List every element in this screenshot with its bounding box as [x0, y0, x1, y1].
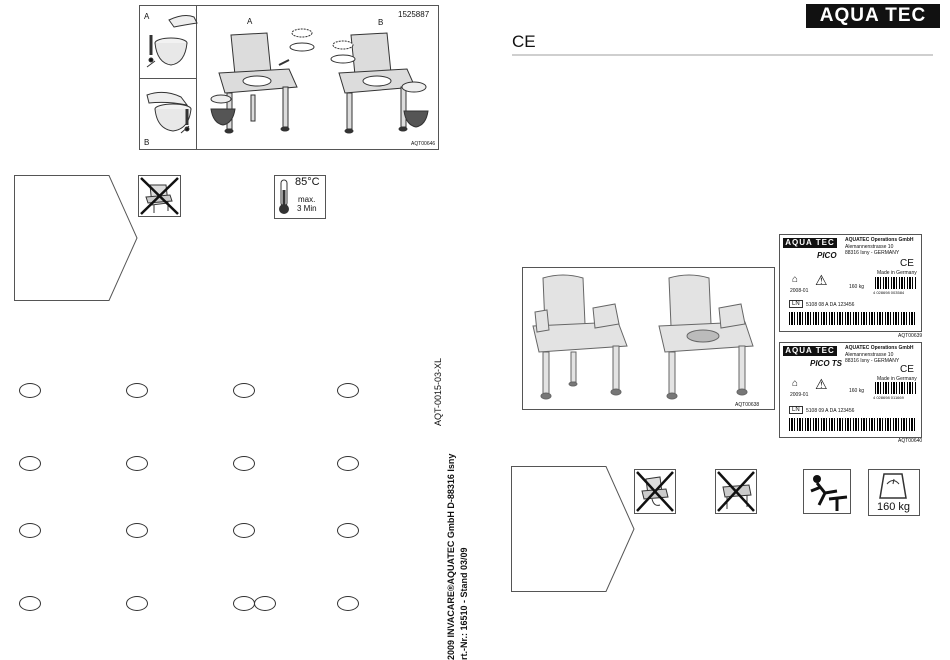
document-number: 1525887 [398, 10, 430, 19]
no-bowl-misuse-icon [634, 469, 676, 514]
label-ln-value-pico: 5108 08 A DA 123456 [806, 302, 855, 308]
label-logo-pico: AQUA TEC [783, 238, 837, 248]
language-oval [337, 596, 359, 611]
ln-barcode-pico [789, 312, 915, 325]
figure-divider [196, 5, 197, 149]
article-line-vertical: rt.-Nr.: 16510 - Stand 03/09 [459, 547, 469, 660]
max-load-value: 160 kg [877, 501, 911, 513]
figure-code: AQT00646 [411, 141, 436, 147]
label-ce-pico-ts: CE [900, 364, 914, 375]
language-oval [126, 596, 148, 611]
info-arrow-box-left [14, 175, 138, 301]
language-oval [126, 456, 148, 471]
label-ln-tag-pico: LN [789, 300, 803, 308]
language-oval [233, 523, 255, 538]
temperature-value: 85°C [295, 176, 320, 188]
label-model-pico: PICO [817, 251, 837, 260]
label-a-center: A [247, 17, 253, 26]
label-company-pico-ts: AQUATEC Operations GmbH [845, 345, 914, 351]
label-ln-tag-pico-ts: LN [789, 406, 803, 414]
brand-logo-text: AQUA TEC [819, 5, 927, 26]
label-street-pico-ts: Alemannenstrasse 10 [845, 352, 894, 358]
language-oval [337, 456, 359, 471]
label-city-pico: 88316 Isny - GERMANY [845, 250, 900, 256]
label-model-pico-ts: PICO TS [810, 359, 843, 368]
warning-triangle-icon: ⚠ [815, 376, 828, 392]
company-line-vertical: 2009 INVACARE®AQUATEC GmbH D-88316 Isny [446, 453, 456, 660]
language-oval [233, 383, 255, 398]
detail-a-bowl [146, 15, 198, 68]
chair-a [210, 28, 315, 134]
ean-barcode-pico [875, 277, 916, 289]
factory-icon: ⌂ [792, 378, 799, 389]
chair-b [330, 32, 429, 134]
document-code-vertical: AQT-0015-03-XL [433, 357, 443, 426]
language-oval [233, 596, 255, 611]
label-barcode-digits-pico-ts: 4 028698 011669 [873, 395, 904, 400]
ce-mark: CE [512, 32, 536, 51]
factory-icon: ⌂ [792, 274, 799, 285]
label-company-pico: AQUATEC Operations GmbH [845, 237, 914, 243]
language-oval [126, 383, 148, 398]
duration-value: 3 Min [297, 204, 317, 213]
thermometer-icon [279, 179, 289, 214]
language-oval [126, 523, 148, 538]
label-made-in-pico: Made in Germany [877, 270, 917, 276]
warning-triangle-icon: ⚠ [815, 272, 828, 288]
label-logo-pico-ts: AQUA TEC [783, 346, 837, 356]
language-oval [233, 456, 255, 471]
no-standing-icon [715, 469, 757, 514]
label-code-pico-ts: AQT00640 [898, 438, 923, 444]
label-weight-pico: 160 kg [849, 284, 865, 290]
label-street-pico: Alemannenstrasse 10 [845, 244, 894, 250]
label-logo-text-pico-ts: AQUA TEC [785, 346, 835, 355]
label-code-pico: AQT00639 [898, 333, 923, 339]
chairs-illustration [532, 274, 754, 400]
language-oval [19, 456, 41, 471]
language-oval [19, 596, 41, 611]
max-label: max. [298, 195, 316, 204]
label-barcode-digits-pico: 4 028698 003584 [873, 290, 905, 295]
ln-barcode-pico-ts [789, 418, 915, 431]
label-logo-text-pico: AQUA TEC [785, 238, 835, 247]
language-oval [19, 523, 41, 538]
header-rule [512, 54, 933, 56]
label-city-pico-ts: 88316 Isny - GERMANY [845, 358, 900, 364]
assembly-illustration [146, 15, 429, 134]
label-ln-value-pico-ts: 5108 09 A DA 123456 [806, 408, 855, 414]
chairs-figure-code: AQT00638 [735, 402, 760, 408]
chair-pico [532, 274, 628, 400]
language-oval [254, 596, 276, 611]
label-weight-pico-ts: 160 kg [849, 388, 865, 394]
ean-barcode-pico-ts [875, 382, 916, 394]
label-made-in-pico-ts: Made in Germany [877, 376, 917, 382]
label-ce-pico: CE [900, 258, 914, 269]
label-date-pico-ts: 2009-01 [790, 392, 809, 398]
label-a-left: A [144, 12, 150, 21]
detail-b-bowl [146, 91, 192, 134]
label-b-left: B [144, 138, 150, 147]
label-date-pico: 2008-01 [790, 288, 809, 294]
tipping-hazard-icon [803, 469, 851, 514]
label-b-center: B [378, 18, 384, 27]
info-arrow-box-right [511, 466, 635, 592]
language-oval [19, 383, 41, 398]
scale-icon [879, 473, 907, 499]
chair-pico-ts [658, 274, 754, 400]
no-autoclave-icon [138, 175, 181, 217]
brand-logo: AQUA TEC [806, 4, 940, 28]
figure-divider-horizontal [139, 78, 197, 79]
language-oval [337, 383, 359, 398]
language-oval [337, 523, 359, 538]
